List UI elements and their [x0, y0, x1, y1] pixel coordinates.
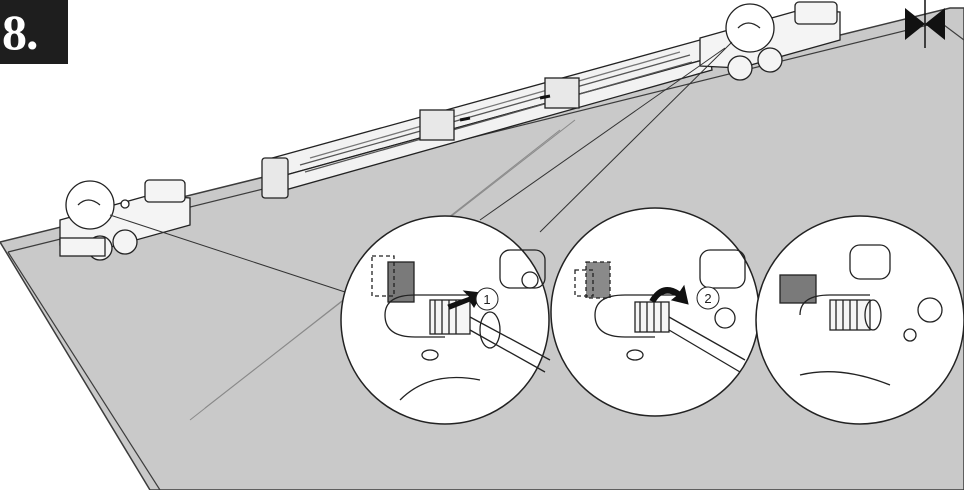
curved-rotate-arrow-icon [649, 284, 689, 305]
callout-2-label: 2 [704, 291, 711, 306]
leader-lines [109, 41, 733, 293]
step-number-badge: 8. [0, 0, 68, 64]
damper-rail [261, 39, 713, 199]
callout-1-label: 1 [483, 292, 490, 307]
bowtie-arrows-icon [905, 0, 945, 48]
detail-view-1: 1 [340, 215, 551, 425]
detail-view-2: 2 [550, 207, 760, 417]
detail-view-3 [755, 215, 964, 425]
left-roller-carriage [59, 179, 191, 261]
right-roller-carriage [699, 1, 841, 81]
